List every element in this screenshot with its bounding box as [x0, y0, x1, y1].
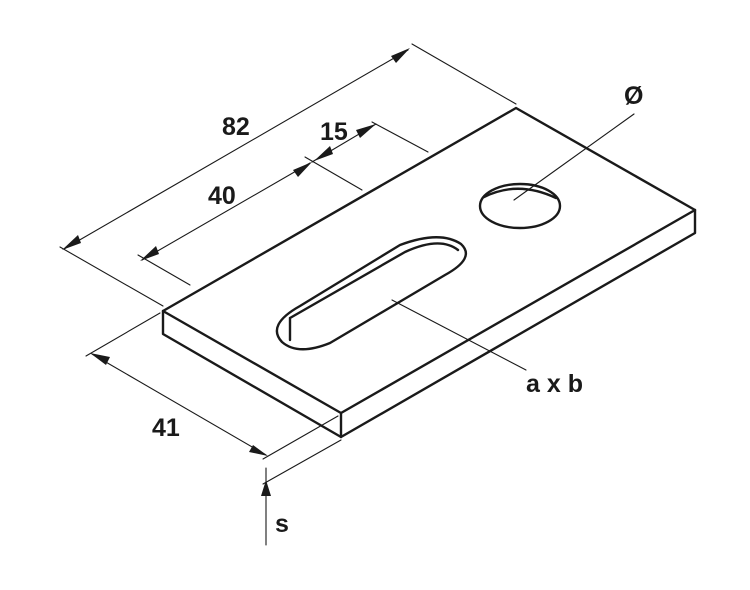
- leader-slot-size: a x b: [391, 299, 583, 398]
- label-length: 82: [222, 113, 250, 141]
- round-hole: [478, 182, 562, 230]
- base-plate: [161, 106, 697, 439]
- ext-line: [137, 254, 191, 286]
- arrow-head: [356, 124, 376, 138]
- label-thickness: s: [275, 510, 289, 538]
- ext-line: [304, 156, 363, 191]
- arrow-head: [140, 246, 159, 261]
- label-width: 41: [152, 414, 180, 442]
- leader-line: [513, 113, 635, 201]
- ext-line: [85, 312, 161, 357]
- label-slot-size: a x b: [526, 370, 583, 398]
- plate-front-edge: [161, 309, 343, 439]
- dimension-40: 40: [137, 156, 363, 286]
- slot-inner-wall: [288, 242, 460, 342]
- leader-line: [391, 299, 527, 371]
- dim-line: [63, 49, 409, 250]
- ext-line: [262, 415, 339, 460]
- slot-outline: [275, 236, 467, 351]
- label-hole-diameter: Ø: [624, 82, 643, 110]
- ext-line: [371, 121, 429, 153]
- dimension-thickness: s: [261, 439, 342, 546]
- dimension-15: 15: [311, 118, 429, 163]
- arrow-head: [391, 48, 410, 63]
- leader-diameter: Ø: [513, 82, 643, 201]
- plate-top-face: [163, 108, 695, 413]
- ext-line: [59, 246, 164, 307]
- label-slot-width: 15: [320, 118, 348, 146]
- dim-line: [141, 162, 311, 261]
- plate-right-edge: [339, 208, 697, 439]
- round-hole-inner-wall: [482, 187, 558, 200]
- arrow-head: [261, 480, 271, 496]
- dim-line: [91, 353, 267, 456]
- arrow-head: [314, 146, 333, 161]
- ext-line: [411, 43, 517, 105]
- slot-hole: [275, 236, 467, 351]
- arrow-head: [249, 445, 268, 456]
- ext-line: [262, 439, 342, 485]
- plate-right-face: [341, 210, 695, 437]
- arrow-head: [62, 235, 81, 250]
- dimension-82: 82: [59, 43, 517, 307]
- round-hole-outline: [478, 182, 562, 230]
- arrow-head: [90, 353, 110, 365]
- arrow-head: [293, 162, 312, 177]
- dimension-41: 41: [85, 312, 339, 460]
- label-slot-offset: 40: [208, 182, 236, 210]
- plate-front-face: [163, 311, 341, 437]
